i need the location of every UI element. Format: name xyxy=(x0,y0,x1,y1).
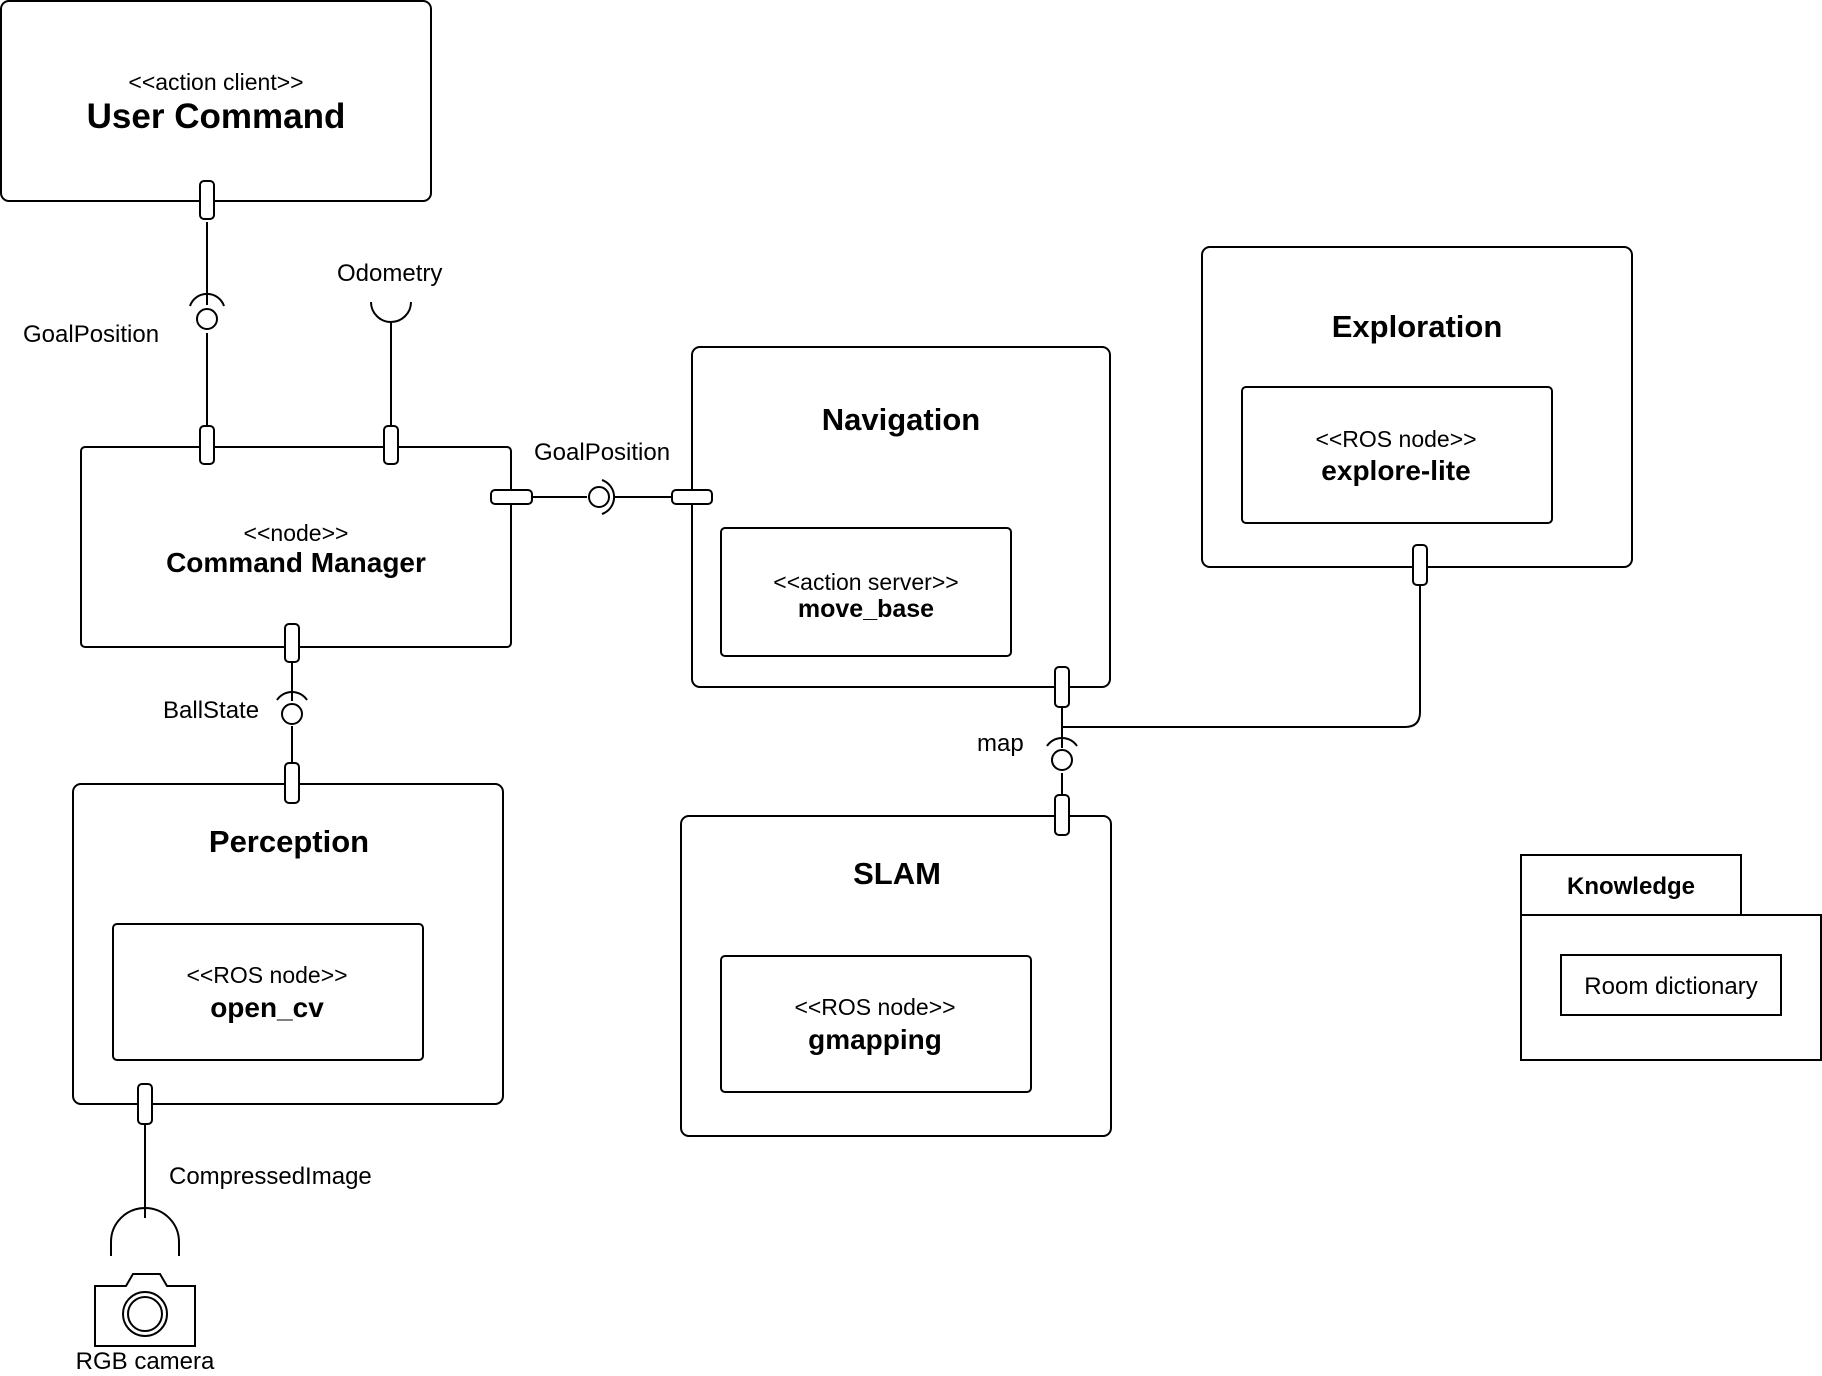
odometry-socket xyxy=(370,301,412,323)
camera-icon: RGB camera xyxy=(76,1273,215,1375)
move-base-stereotype: <<action server>> xyxy=(773,569,958,595)
explore-lite-box[interactable] xyxy=(1241,386,1553,524)
explore-lite-title: explore-lite xyxy=(1321,455,1470,486)
exploration-map-line xyxy=(1062,585,1421,728)
map-interface xyxy=(1051,749,1073,771)
perception-ballstate-port[interactable] xyxy=(284,762,300,804)
cm-goal-port[interactable] xyxy=(199,425,215,465)
map-socket xyxy=(1046,737,1078,747)
slam-component[interactable]: SLAM <<ROS node>> gmapping xyxy=(680,815,1112,1137)
user-command-box[interactable] xyxy=(0,0,432,202)
gmapping-title: gmapping xyxy=(808,1024,942,1055)
camera-body xyxy=(94,1273,196,1347)
map-label: map xyxy=(977,730,1024,757)
move-base-box[interactable] xyxy=(720,527,1012,657)
connectors xyxy=(144,222,1421,1218)
ballstate-socket xyxy=(276,691,308,701)
command-manager-stereotype: <<node>> xyxy=(244,520,349,546)
compressedimage-socket xyxy=(110,1207,180,1256)
camera-label: RGB camera xyxy=(76,1348,215,1375)
knowledge-title: Knowledge xyxy=(1567,873,1695,900)
open-cv-stereotype: <<ROS node>> xyxy=(186,962,347,988)
perception-camera-port[interactable] xyxy=(137,1083,153,1125)
command-manager-component[interactable]: <<node>> Command Manager xyxy=(80,446,512,648)
goalposition-provided-interface xyxy=(196,308,218,330)
nav-goal-port[interactable] xyxy=(671,489,713,505)
user-command-component[interactable]: <<action client>> User Command xyxy=(0,0,432,202)
exploration-title: Exploration xyxy=(1332,309,1503,344)
room-dictionary-box[interactable] xyxy=(1560,954,1782,1016)
navigation-title: Navigation xyxy=(822,402,980,437)
camera-lens-inner xyxy=(127,1296,163,1332)
interfaces xyxy=(110,292,1078,1256)
odometry-label: Odometry xyxy=(337,260,442,287)
goalposition-label: GoalPosition xyxy=(23,321,159,348)
cm-ballstate-port[interactable] xyxy=(284,623,300,663)
move-base-title: move_base xyxy=(798,595,934,623)
explore-lite-stereotype: <<ROS node>> xyxy=(1315,426,1476,452)
cm-nav-port[interactable] xyxy=(490,489,533,505)
compressedimage-label: CompressedImage xyxy=(169,1163,372,1190)
room-dictionary-label: Room dictionary xyxy=(1584,973,1757,1000)
ports xyxy=(137,180,1428,1125)
perception-component[interactable]: Perception <<ROS node>> open_cv xyxy=(72,783,504,1105)
knowledge-package[interactable]: Knowledge Room dictionary xyxy=(1520,854,1822,1061)
open-cv-box[interactable] xyxy=(112,923,424,1061)
goalposition-nav-socket xyxy=(601,479,616,515)
user-command-title: User Command xyxy=(87,97,346,136)
camera-lens-outer xyxy=(122,1291,168,1337)
slam-map-port[interactable] xyxy=(1054,794,1070,836)
command-manager-title: Command Manager xyxy=(166,547,426,578)
ballstate-label: BallState xyxy=(163,697,259,724)
goalposition-nav-interface xyxy=(588,486,610,508)
goalposition-required-socket xyxy=(189,292,225,307)
interface-labels: GoalPosition Odometry GoalPosition BallS… xyxy=(23,260,1024,1190)
goalposition-nav-label: GoalPosition xyxy=(534,439,670,466)
gmapping-box[interactable] xyxy=(720,955,1032,1093)
nav-map-port[interactable] xyxy=(1054,666,1070,708)
user-command-port[interactable] xyxy=(199,180,215,220)
exploration-component[interactable]: Exploration <<ROS node>> explore-lite xyxy=(1201,246,1633,568)
gmapping-stereotype: <<ROS node>> xyxy=(794,994,955,1020)
navigation-component[interactable]: Navigation <<action server>> move_base xyxy=(691,346,1111,688)
user-command-stereotype: <<action client>> xyxy=(128,69,303,95)
cm-odometry-port[interactable] xyxy=(383,425,399,465)
perception-title: Perception xyxy=(209,824,369,859)
exploration-map-port[interactable] xyxy=(1412,544,1428,586)
slam-title: SLAM xyxy=(853,856,941,891)
ballstate-interface xyxy=(281,703,303,725)
open-cv-title: open_cv xyxy=(210,992,324,1023)
